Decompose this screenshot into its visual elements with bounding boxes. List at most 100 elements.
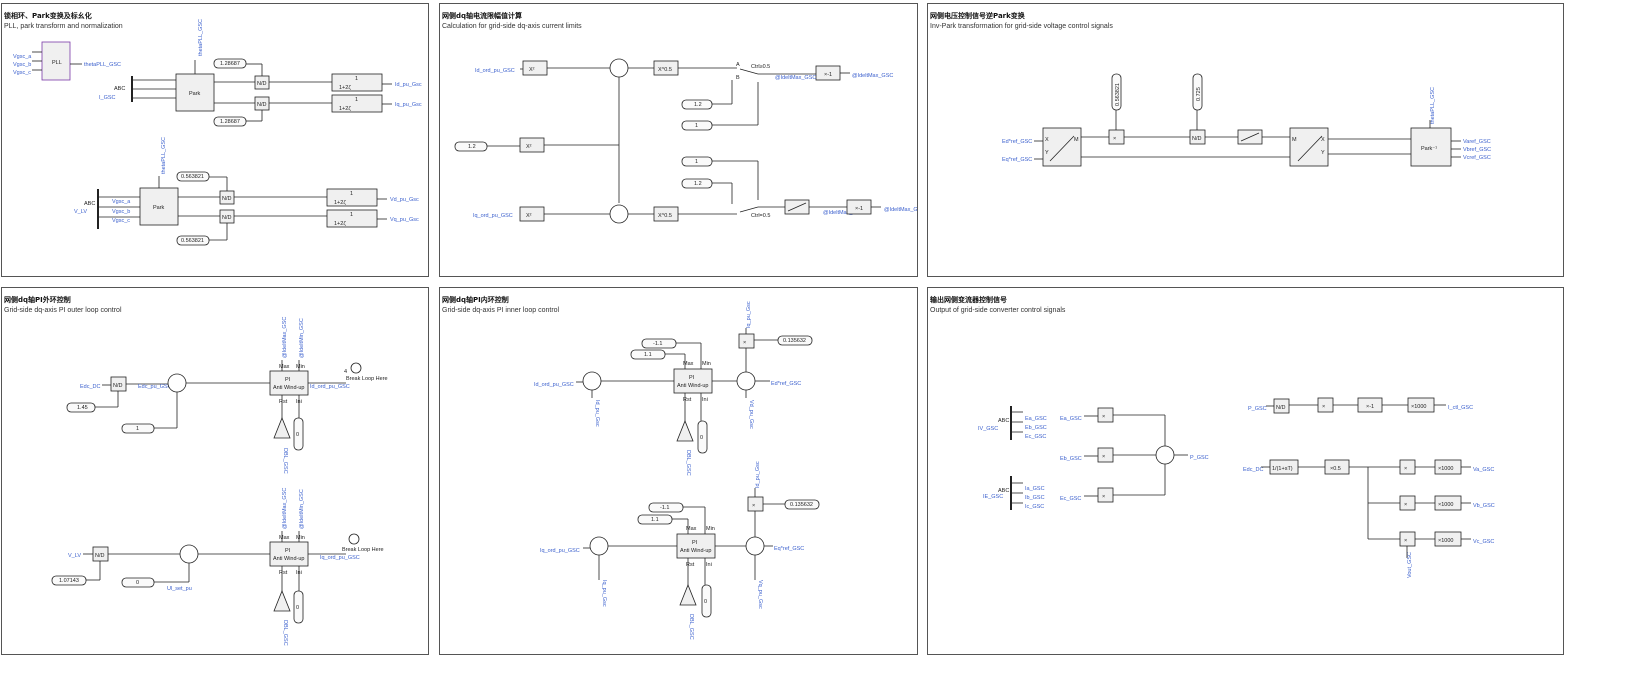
- id-ord-label: Id_ord_pu_GSC: [534, 382, 574, 388]
- tf-block-iq[interactable]: [331, 94, 383, 113]
- const-k1[interactable]: [213, 58, 247, 69]
- const-12b[interactable]: [454, 141, 488, 152]
- mul-block-va[interactable]: [1399, 459, 1416, 475]
- const-k2-value: 0.725: [1196, 87, 1202, 101]
- i-ctl-label: I_ctl_GSC: [1448, 405, 1473, 411]
- const-zero[interactable]: [121, 577, 155, 588]
- sum-block-lower[interactable]: [609, 204, 629, 224]
- sum-block-p[interactable]: [1155, 445, 1175, 465]
- sum-block-q-out[interactable]: [745, 536, 765, 556]
- const-k1-vertical[interactable]: [1111, 73, 1122, 111]
- mul-block-vb[interactable]: [1399, 495, 1416, 511]
- const-k1-value: 0.135632: [783, 338, 806, 344]
- sum-block-d-out[interactable]: [736, 371, 756, 391]
- eb-label: Eb_GSC: [1025, 425, 1047, 431]
- sum-block-d-in[interactable]: [582, 371, 602, 391]
- mul-block-p[interactable]: [1317, 397, 1334, 413]
- not-gate-q[interactable]: [273, 589, 291, 612]
- out-vd-label: Vd_pu_Gsc: [390, 197, 419, 203]
- const-k4[interactable]: [176, 235, 210, 246]
- rst-label-q: Rst: [279, 570, 288, 576]
- const-k2-vertical[interactable]: [1192, 73, 1203, 111]
- ic-label: Ic_GSC: [1025, 504, 1044, 510]
- const-n11a[interactable]: [641, 338, 677, 349]
- const-145[interactable]: [66, 402, 96, 413]
- mul-block-d[interactable]: [738, 333, 755, 349]
- tf-block-id[interactable]: [331, 73, 383, 92]
- const-zero-q[interactable]: [293, 590, 304, 624]
- sum-block-d[interactable]: [167, 373, 187, 393]
- sum-block-q-in[interactable]: [589, 536, 609, 556]
- const-k3[interactable]: [176, 171, 210, 182]
- square-block-limit[interactable]: [519, 137, 545, 153]
- break-loop-d[interactable]: [350, 362, 362, 374]
- pi-block-q[interactable]: [269, 541, 309, 567]
- iq-ord-label: Iq_ord_pu_GSC: [473, 213, 513, 219]
- const-p11a[interactable]: [630, 349, 666, 360]
- p-in-label: P_GSC: [1248, 406, 1267, 412]
- square-label-limit: X²: [526, 144, 532, 150]
- out-vq-label: Vq_pu_Gsc: [390, 217, 419, 223]
- iqmax-label-q: @IdeltMax_GSC: [282, 488, 288, 529]
- vq-pu-label: Vq_pu_Gsc: [757, 580, 763, 609]
- const-zero-d-in[interactable]: [697, 420, 708, 454]
- const-n11b[interactable]: [648, 502, 684, 513]
- tf-num-id: 1: [355, 76, 358, 82]
- square-block-id[interactable]: [522, 60, 548, 76]
- not-gate-d[interactable]: [273, 416, 291, 439]
- const-107-value: 1.07143: [59, 578, 79, 584]
- const-one[interactable]: [121, 423, 155, 434]
- mul-block-q[interactable]: [747, 496, 764, 512]
- vga-label: Vgsc_a: [112, 199, 131, 205]
- panel-subtitle: Grid-side dq-axis PI inner loop control: [442, 307, 560, 314]
- const-zero-q-in[interactable]: [701, 584, 712, 618]
- tf-block-vq[interactable]: [326, 209, 378, 228]
- xy-to-polar-block[interactable]: [1042, 127, 1082, 167]
- ec-in-label: Ec_GSC: [1060, 496, 1081, 502]
- sum-block-q[interactable]: [179, 544, 199, 564]
- park-block-lower[interactable]: [139, 187, 179, 226]
- mul-block-vc[interactable]: [1399, 531, 1416, 547]
- pi-block-d[interactable]: [269, 370, 309, 396]
- eq-ref-label: Eq*ref_GSC: [774, 546, 804, 552]
- pi-block-q-in[interactable]: [676, 533, 716, 559]
- vc-ref-label: Vcref_GSC: [1463, 155, 1491, 161]
- const-one-b[interactable]: [681, 156, 713, 167]
- iq-pu-label-top: Iq_pu_Gsc: [746, 301, 752, 328]
- const-one-a[interactable]: [681, 120, 713, 131]
- const-k2[interactable]: [784, 499, 820, 510]
- park-label-lower: Park: [153, 205, 165, 211]
- not-gate-q-in[interactable]: [679, 583, 697, 606]
- const-zero-d[interactable]: [293, 417, 304, 451]
- const-12c[interactable]: [681, 178, 713, 189]
- aw-label-q-in: Anti Wind-up: [680, 548, 712, 554]
- park-block-upper[interactable]: [175, 73, 215, 112]
- dbl-label-d-in: DBL_GSC: [685, 450, 691, 476]
- tf-block-vd[interactable]: [326, 188, 378, 207]
- const-k2[interactable]: [213, 116, 247, 127]
- mul-block[interactable]: [1108, 129, 1125, 145]
- ini-label-q-in: Ini: [706, 562, 712, 568]
- mul-block-b[interactable]: [1097, 447, 1114, 463]
- const-12a[interactable]: [681, 99, 713, 110]
- pll-block[interactable]: [41, 41, 71, 81]
- const-k1[interactable]: [777, 335, 813, 346]
- polar-to-xy-block[interactable]: [1289, 127, 1329, 167]
- nd-block-p[interactable]: [1273, 398, 1290, 414]
- outer-loop-diagram: Edc_DC N/D Edc_pu_GSC 1.45 1 PI Anti Win…: [51, 317, 388, 646]
- break-loop-q[interactable]: [348, 533, 360, 545]
- mul-block-a[interactable]: [1097, 407, 1114, 423]
- not-gate-d-in[interactable]: [676, 419, 694, 442]
- inv-park-block[interactable]: [1410, 127, 1452, 167]
- mul-block-c[interactable]: [1097, 487, 1114, 503]
- pi-block-d-in[interactable]: [673, 368, 713, 394]
- xy-m-label: M: [1292, 137, 1297, 143]
- abc-label-i: ABC: [998, 488, 1009, 494]
- pi-label-d-in: PI: [689, 375, 695, 381]
- const-p11b[interactable]: [637, 514, 673, 525]
- const-107[interactable]: [51, 575, 87, 586]
- tf-num-vq: 1: [350, 212, 353, 218]
- square-block-iq[interactable]: [519, 206, 545, 222]
- mul-label-vc: ×: [1404, 538, 1407, 544]
- sum-block-upper[interactable]: [609, 58, 629, 78]
